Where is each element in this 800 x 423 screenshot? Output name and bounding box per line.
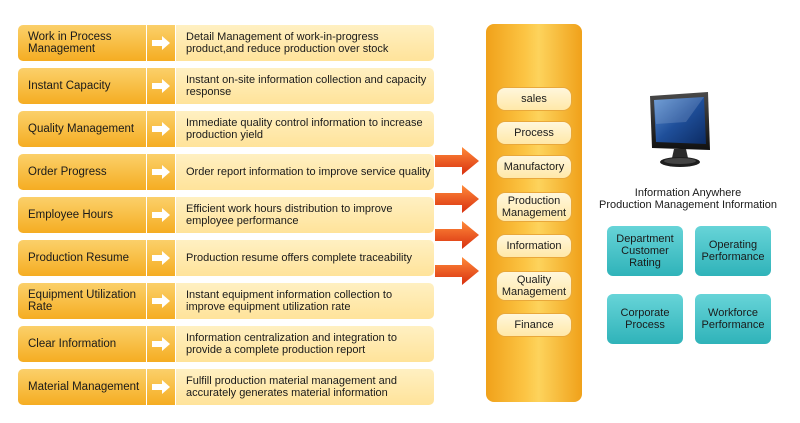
feature-row: Production Resume Production resume offe… <box>18 240 434 276</box>
red-orange-right-arrow-icon <box>435 257 479 285</box>
column-item-finance: Finance <box>496 313 572 337</box>
white-right-arrow-icon <box>146 369 175 405</box>
white-right-arrow-icon <box>146 154 175 190</box>
row-title: Equipment Utilization Rate <box>18 283 146 319</box>
feature-row: Order Progress Order report information … <box>18 154 434 190</box>
row-description: Immediate quality control information to… <box>176 111 434 147</box>
row-title: Employee Hours <box>18 197 146 233</box>
info-box-department-customer-rating: Department Customer Rating <box>607 226 683 276</box>
row-description: Detail Management of work-in-progress pr… <box>176 25 434 61</box>
white-right-arrow-icon <box>146 197 175 233</box>
info-title: Information Anywhere Production Manageme… <box>588 187 788 211</box>
feature-row: Instant Capacity Instant on-site informa… <box>18 68 434 104</box>
row-title: Clear Information <box>18 326 146 362</box>
row-description: Information centralization and integrati… <box>176 326 434 362</box>
white-right-arrow-icon <box>146 283 175 319</box>
row-title: Production Resume <box>18 240 146 276</box>
info-title-line-2: Production Management Information <box>599 199 777 211</box>
red-orange-right-arrow-icon <box>435 185 479 213</box>
white-right-arrow-icon <box>146 240 175 276</box>
info-box-corporate-process: Corporate Process <box>607 294 683 344</box>
row-description: Fulfill production material management a… <box>176 369 434 405</box>
column-item-process: Process <box>496 121 572 145</box>
row-title: Work in Process Management <box>18 25 146 61</box>
row-description: Efficient work hours distribution to imp… <box>176 197 434 233</box>
column-item-production-management: Production Management <box>496 192 572 222</box>
column-item-quality-management: Quality Management <box>496 271 572 301</box>
column-item-sales: sales <box>496 87 572 111</box>
row-description: Instant equipment information collection… <box>176 283 434 319</box>
feature-row: Material Management Fulfill production m… <box>18 369 434 405</box>
computer-monitor-icon <box>650 92 710 167</box>
row-description: Production resume offers complete tracea… <box>176 240 434 276</box>
feature-row: Clear Information Information centraliza… <box>18 326 434 362</box>
row-description: Instant on-site information collection a… <box>176 68 434 104</box>
info-box-workforce-performance: Workforce Performance <box>695 294 771 344</box>
feature-row: Equipment Utilization Rate Instant equip… <box>18 283 434 319</box>
row-title: Quality Management <box>18 111 146 147</box>
white-right-arrow-icon <box>146 326 175 362</box>
white-right-arrow-icon <box>146 68 175 104</box>
white-right-arrow-icon <box>146 111 175 147</box>
info-title-line-1: Information Anywhere <box>634 187 742 199</box>
row-description: Order report information to improve serv… <box>176 154 434 190</box>
red-orange-right-arrow-icon <box>435 147 479 175</box>
row-title: Order Progress <box>18 154 146 190</box>
feature-row: Employee Hours Efficient work hours dist… <box>18 197 434 233</box>
system-column: sales Process Manufactory Production Man… <box>486 24 582 402</box>
red-orange-right-arrow-icon <box>435 221 479 249</box>
column-item-information: Information <box>496 234 572 258</box>
row-title: Instant Capacity <box>18 68 146 104</box>
column-item-manufactory: Manufactory <box>496 155 572 179</box>
info-box-operating-performance: Operating Performance <box>695 226 771 276</box>
feature-row: Quality Management Immediate quality con… <box>18 111 434 147</box>
row-title: Material Management <box>18 369 146 405</box>
feature-row: Work in Process Management Detail Manage… <box>18 25 434 61</box>
white-right-arrow-icon <box>146 25 175 61</box>
